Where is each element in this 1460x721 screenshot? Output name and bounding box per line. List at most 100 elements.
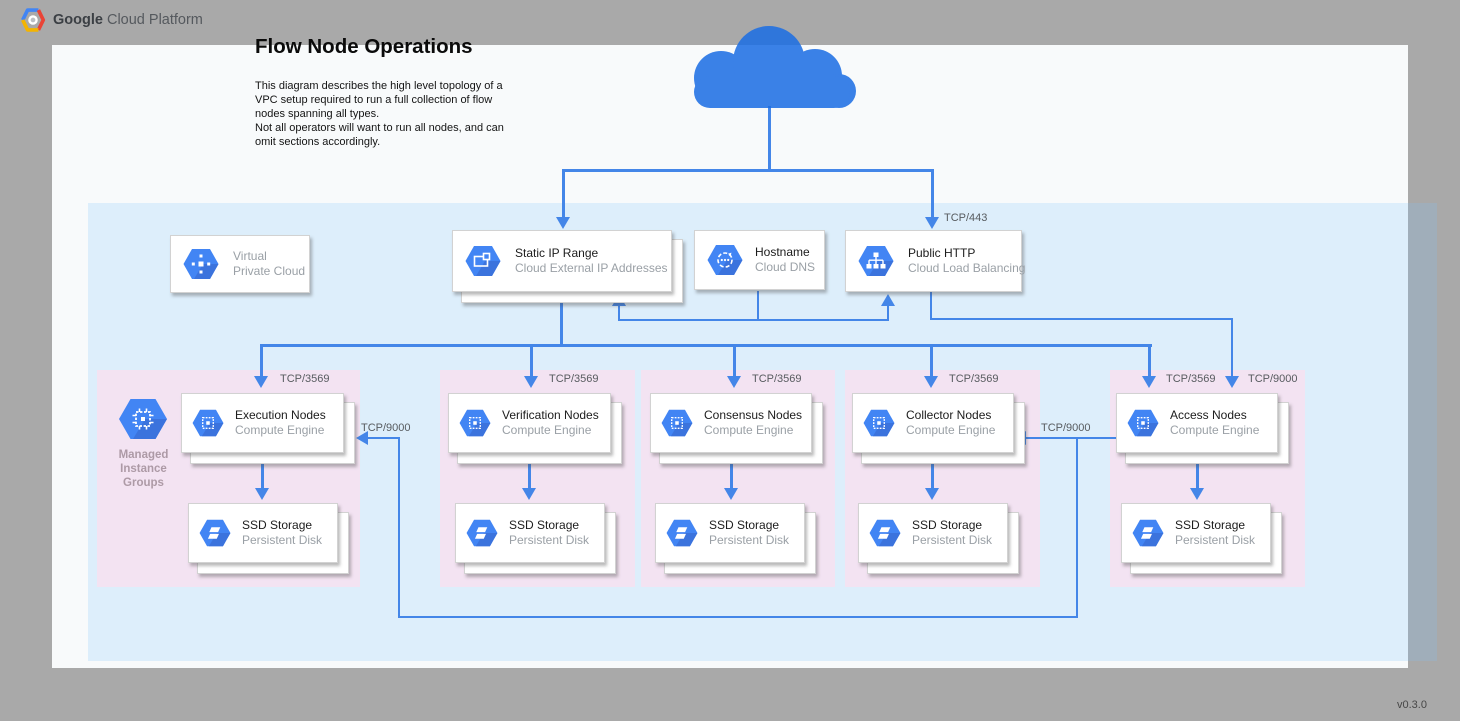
static-ip-subtitle: Cloud External IP Addresses bbox=[515, 261, 668, 275]
access-to-ssd bbox=[1196, 455, 1199, 489]
execution-subtitle: Compute Engine bbox=[235, 423, 325, 437]
verification-ssd-box: SSD Storage Persistent Disk bbox=[455, 503, 605, 563]
access-title: Access Nodes bbox=[1170, 408, 1247, 422]
internet-cloud-icon bbox=[694, 26, 856, 108]
loop-left-vertical bbox=[398, 438, 400, 618]
connector-lb-to-access bbox=[930, 318, 1233, 320]
connector-lb-access-drop bbox=[1231, 318, 1233, 377]
vpc-icon bbox=[183, 249, 219, 279]
collector-nodes-box: Collector Nodes Compute Engine bbox=[852, 393, 1014, 453]
managed-instance-groups-label: Managed Instance Groups bbox=[118, 449, 169, 489]
drop-consensus bbox=[733, 346, 736, 377]
gcp-logo bbox=[21, 8, 46, 32]
drop-access bbox=[1148, 346, 1151, 377]
arrow-into-consensus bbox=[727, 376, 741, 388]
port-label-access-3569: TCP/3569 bbox=[1166, 373, 1216, 385]
connector-distribution-rail bbox=[260, 344, 1152, 347]
access-to-collector-line bbox=[1026, 437, 1117, 439]
compute-engine-icon bbox=[192, 409, 224, 437]
connector-dns-rail-left-stub bbox=[618, 305, 620, 320]
drop-collector bbox=[930, 346, 933, 377]
brand-cloud-platform: Cloud Platform bbox=[102, 12, 203, 28]
consensus-ssd-title: SSD Storage bbox=[709, 518, 780, 532]
compute-engine-icon bbox=[661, 409, 693, 437]
connector-cloud-stem bbox=[768, 106, 771, 170]
vpc-box-title: Virtual bbox=[233, 249, 267, 263]
exec-to-ssd bbox=[261, 455, 264, 489]
execution-ssd-box: SSD Storage Persistent Disk bbox=[188, 503, 338, 563]
connector-to-public-http bbox=[931, 169, 934, 218]
consensus-title: Consensus Nodes bbox=[704, 408, 803, 422]
persistent-disk-icon bbox=[869, 519, 901, 547]
persistent-disk-icon bbox=[199, 519, 231, 547]
drop-verification bbox=[530, 346, 533, 377]
arrow-into-collector bbox=[924, 376, 938, 388]
verification-title: Verification Nodes bbox=[502, 408, 599, 422]
arrow-collector-ssd bbox=[925, 488, 939, 500]
cloud-dns-icon bbox=[707, 245, 743, 275]
connector-dns-rail bbox=[618, 319, 889, 321]
arrow-verif-ssd bbox=[522, 488, 536, 500]
verification-ssd-subtitle: Persistent Disk bbox=[509, 533, 590, 547]
page-title: Flow Node Operations bbox=[255, 35, 473, 58]
collector-ssd-subtitle: Persistent Disk bbox=[912, 533, 993, 547]
arrow-consensus-ssd bbox=[724, 488, 738, 500]
arrow-exec-ssd bbox=[255, 488, 269, 500]
description-text: This diagram describes the high level to… bbox=[255, 79, 504, 149]
consensus-subtitle: Compute Engine bbox=[704, 423, 794, 437]
connector-staticip-trunk bbox=[560, 292, 563, 346]
execution-ssd-subtitle: Persistent Disk bbox=[242, 533, 323, 547]
connector-dns-rail-right-stub bbox=[887, 305, 889, 320]
public-http-subtitle: Cloud Load Balancing bbox=[908, 261, 1026, 275]
brand-google: Google bbox=[53, 12, 103, 28]
execution-ssd-title: SSD Storage bbox=[242, 518, 313, 532]
collector-subtitle: Compute Engine bbox=[906, 423, 996, 437]
hostname-box: Hostname Cloud DNS bbox=[694, 230, 825, 290]
port-label-execution-9000: TCP/9000 bbox=[361, 422, 411, 434]
version-label: v0.3.0 bbox=[1397, 699, 1427, 711]
consensus-ssd-subtitle: Persistent Disk bbox=[709, 533, 790, 547]
access-nodes-box: Access Nodes Compute Engine bbox=[1116, 393, 1278, 453]
persistent-disk-icon bbox=[466, 519, 498, 547]
consensus-to-ssd bbox=[730, 455, 733, 489]
connector-hostname-down bbox=[757, 291, 759, 320]
brand-text: Google Cloud Platform bbox=[53, 12, 203, 28]
port-label-consensus-3569: TCP/3569 bbox=[752, 373, 802, 385]
verif-to-ssd bbox=[528, 455, 531, 489]
description-line: VPC setup required to run a full collect… bbox=[255, 94, 493, 106]
connector-lb-down bbox=[930, 292, 932, 320]
verification-nodes-box: Verification Nodes Compute Engine bbox=[448, 393, 611, 453]
port-label-collector-3569: TCP/3569 bbox=[949, 373, 999, 385]
arrow-into-verification bbox=[524, 376, 538, 388]
hostname-title: Hostname bbox=[755, 245, 810, 259]
external-ip-icon bbox=[465, 246, 501, 276]
execution-title: Execution Nodes bbox=[235, 408, 326, 422]
access-ssd-box: SSD Storage Persistent Disk bbox=[1121, 503, 1271, 563]
arrow-into-execution-9000 bbox=[356, 431, 368, 445]
port-label-collector-9000: TCP/9000 bbox=[1041, 422, 1091, 434]
vpc-box-subtitle: Private Cloud bbox=[233, 264, 306, 278]
consensus-nodes-box: Consensus Nodes Compute Engine bbox=[650, 393, 812, 453]
vpc-network-area-overflow bbox=[1408, 203, 1437, 661]
connector-cloud-split bbox=[562, 169, 934, 172]
description-line: Not all operators will want to run all n… bbox=[255, 122, 504, 134]
description-line: omit sections accordingly. bbox=[255, 136, 381, 148]
drop-execution bbox=[260, 346, 263, 377]
compute-engine-icon bbox=[459, 409, 491, 437]
arrow-into-access-9000 bbox=[1225, 376, 1239, 388]
static-ip-box: Static IP Range Cloud External IP Addres… bbox=[452, 230, 672, 292]
collector-ssd-box: SSD Storage Persistent Disk bbox=[858, 503, 1008, 563]
collector-title: Collector Nodes bbox=[906, 408, 992, 422]
consensus-ssd-box: SSD Storage Persistent Disk bbox=[655, 503, 805, 563]
description-line: nodes spanning all types. bbox=[255, 108, 380, 120]
arrow-into-static-ip bbox=[556, 217, 570, 229]
static-ip-title: Static IP Range bbox=[515, 246, 599, 260]
collector-to-ssd bbox=[931, 455, 934, 489]
loop-bottom-horizontal bbox=[398, 616, 1078, 618]
port-label-access-9000: TCP/9000 bbox=[1248, 373, 1298, 385]
verification-subtitle: Compute Engine bbox=[502, 423, 592, 437]
arrow-into-execution bbox=[254, 376, 268, 388]
port-label-execution-3569: TCP/3569 bbox=[280, 373, 330, 385]
verification-ssd-title: SSD Storage bbox=[509, 518, 580, 532]
